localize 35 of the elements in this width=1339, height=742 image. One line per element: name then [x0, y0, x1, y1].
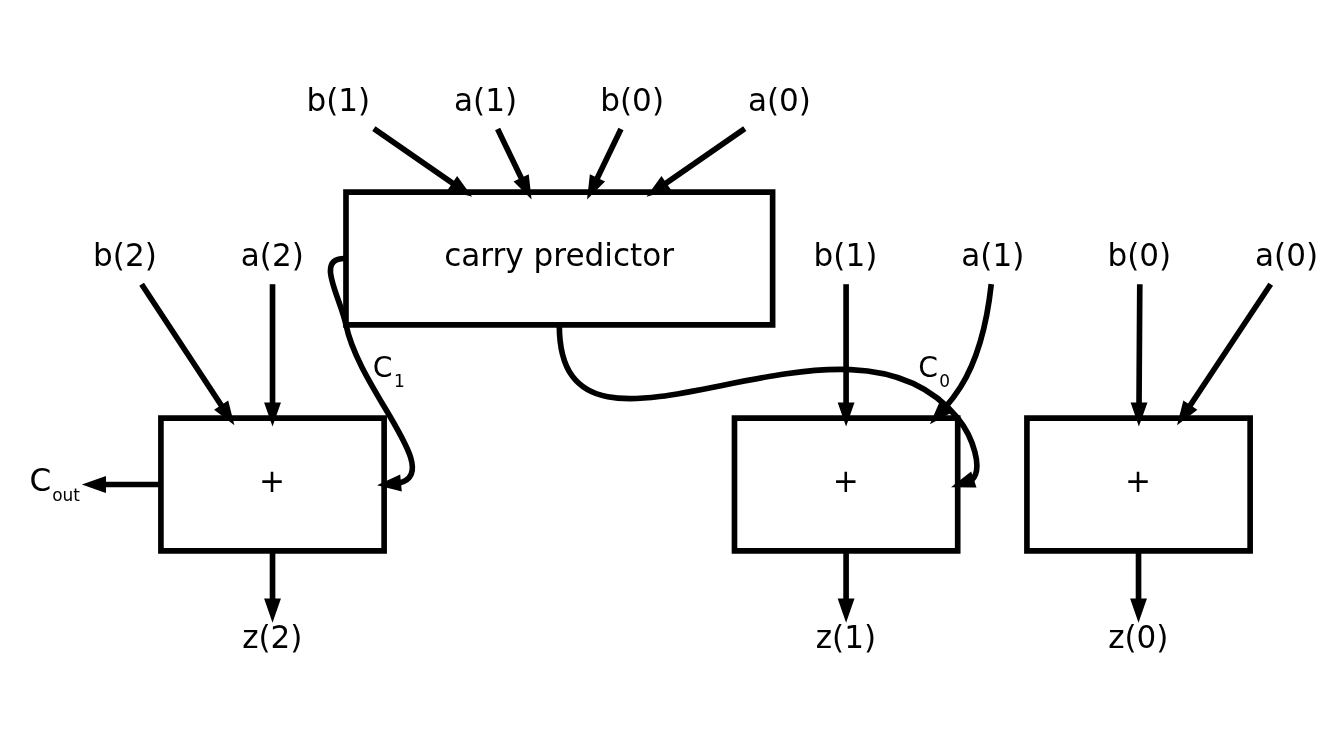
arrow [1130, 550, 1147, 623]
node-text: b(0) [600, 81, 665, 118]
arrow [837, 283, 855, 427]
node-text: a(0) [1255, 236, 1319, 273]
node-box: + [731, 414, 961, 554]
node-text: b(2) [93, 236, 157, 273]
arrow [646, 125, 747, 197]
arrow [1177, 282, 1274, 425]
arrow [327, 255, 415, 491]
node-text: a(1) [454, 81, 518, 118]
arrow [139, 282, 235, 425]
node-text: b(1) [306, 81, 371, 118]
arrow [264, 283, 281, 427]
node-text: C$_{out}$ [29, 461, 80, 505]
node-box: + [158, 414, 387, 554]
edge-label: C$_{0}$ [918, 350, 951, 391]
node-text: a(2) [240, 236, 304, 273]
node-box: carry predictor [343, 188, 776, 328]
arrow [372, 125, 473, 197]
edge-label: C$_{1}$ [372, 350, 405, 391]
node-box: + [1024, 414, 1253, 554]
arrow [587, 127, 624, 199]
node-text: z(2) [242, 618, 303, 655]
node-text: a(0) [747, 81, 811, 118]
node-text: b(1) [813, 236, 878, 273]
node-text: z(0) [1108, 618, 1169, 655]
node-text: b(0) [1107, 236, 1172, 273]
node-text: a(1) [961, 236, 1025, 273]
arrow [264, 550, 281, 623]
arrow [495, 127, 532, 199]
arrow [929, 283, 995, 424]
arrow [837, 550, 855, 623]
arrow [81, 475, 161, 493]
node-text: z(1) [815, 618, 877, 655]
arrow [1130, 283, 1148, 427]
